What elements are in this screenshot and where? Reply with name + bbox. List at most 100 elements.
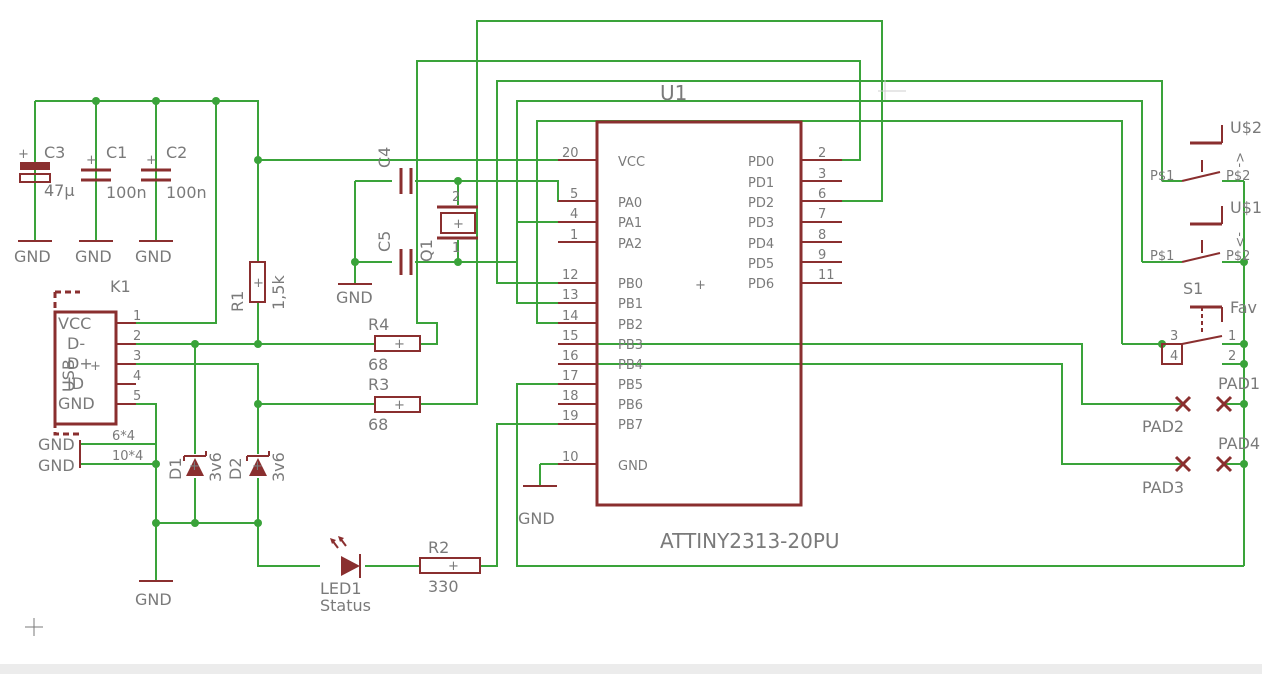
svg-text:PA1: PA1 — [618, 216, 642, 231]
svg-text:PA0: PA0 — [618, 196, 642, 211]
svg-text:12: 12 — [562, 268, 579, 283]
svg-text:C4: C4 — [375, 147, 394, 168]
svg-text:PD0: PD0 — [748, 155, 774, 170]
pad-pad4: PAD4 — [1215, 434, 1260, 473]
pads[interactable]: PAD2 PAD3 PAD1 PAD4 — [1142, 374, 1260, 497]
svg-text:330: 330 — [428, 577, 459, 596]
resistor-r1[interactable]: + R1 1,5k — [228, 261, 288, 312]
switch-u2[interactable]: U$2 <- P$1 P$2 — [1150, 118, 1262, 184]
svg-text:+: + — [146, 153, 157, 168]
svg-text:100n: 100n — [166, 183, 207, 202]
ic-u1[interactable]: U1 ATTINY2313-20PU + 20 5 4 1 12 13 14 1… — [558, 81, 842, 553]
svg-text:7: 7 — [818, 207, 826, 222]
svg-text:GND: GND — [38, 456, 75, 475]
svg-text:+: + — [253, 276, 264, 291]
svg-text:17: 17 — [562, 369, 579, 384]
svg-text:PAD3: PAD3 — [1142, 478, 1184, 497]
svg-text:3v6: 3v6 — [269, 452, 288, 482]
zener-d1[interactable]: + D1 3v6 — [166, 451, 225, 482]
svg-text:4: 4 — [570, 207, 578, 222]
gnd-symbols: GND GND GND GND GND GND — [14, 240, 557, 609]
svg-text:D+: D+ — [67, 354, 93, 373]
svg-text:PAD4: PAD4 — [1218, 434, 1260, 453]
svg-text:3: 3 — [133, 349, 141, 364]
svg-text:D1: D1 — [166, 458, 185, 481]
svg-text:6*4: 6*4 — [112, 429, 135, 444]
svg-text:47µ: 47µ — [44, 181, 75, 200]
svg-text:P$1: P$1 — [1150, 169, 1174, 184]
capacitor-c3[interactable]: + C3 47µ — [18, 143, 75, 200]
svg-text:Fav: Fav — [1230, 298, 1257, 317]
zener-d2[interactable]: + D2 3v6 — [226, 451, 288, 482]
svg-text:+: + — [394, 398, 405, 413]
svg-text:+: + — [453, 217, 464, 232]
svg-text:10: 10 — [562, 450, 579, 465]
capacitor-c1[interactable]: + C1 100n — [81, 143, 147, 202]
switch-u1[interactable]: U$1 -> P$1 P$2 — [1150, 198, 1262, 264]
svg-text:GND: GND — [336, 288, 373, 307]
svg-text:P$2: P$2 — [1226, 169, 1250, 184]
svg-text:+: + — [394, 337, 405, 352]
svg-text:ID: ID — [67, 374, 84, 393]
usb-connector-k1[interactable]: K1 USB + VCC D- D+ ID GND 1 2 3 4 5 GND … — [38, 277, 143, 475]
svg-text:9: 9 — [818, 248, 826, 263]
switch-s1[interactable]: S1 Fav 3 4 1 2 — [1161, 279, 1257, 365]
capacitor-c5[interactable]: C5 — [375, 231, 413, 275]
svg-text:10*4: 10*4 — [112, 449, 143, 464]
svg-text:PD6: PD6 — [748, 277, 774, 292]
svg-text:U1: U1 — [660, 81, 687, 105]
svg-text:R4: R4 — [368, 315, 389, 334]
svg-text:PB7: PB7 — [618, 418, 643, 433]
svg-text:2: 2 — [1228, 349, 1236, 364]
svg-text:C5: C5 — [375, 231, 394, 252]
gnd-c1: GND — [75, 240, 113, 266]
svg-text:16: 16 — [562, 349, 579, 364]
gnd-c3: GND — [14, 240, 52, 266]
svg-text:PD3: PD3 — [748, 216, 774, 231]
resistor-r2[interactable]: + R2 330 — [419, 538, 481, 596]
pad-pad2: PAD2 — [1142, 395, 1192, 436]
svg-text:GND: GND — [135, 247, 172, 266]
svg-text:14: 14 — [562, 309, 579, 324]
svg-text:3v6: 3v6 — [206, 452, 225, 482]
svg-text:ATTINY2313-20PU: ATTINY2313-20PU — [660, 529, 840, 553]
svg-text:PD5: PD5 — [748, 257, 774, 272]
svg-text:GND: GND — [518, 509, 555, 528]
svg-text:P$1: P$1 — [1150, 249, 1174, 264]
svg-text:U$1: U$1 — [1230, 198, 1262, 217]
svg-text:1: 1 — [1228, 329, 1236, 344]
svg-text:GND: GND — [58, 394, 95, 413]
svg-text:GND: GND — [618, 459, 648, 474]
svg-text:2: 2 — [818, 146, 826, 161]
led-led1[interactable]: LED1 Status — [320, 536, 371, 615]
svg-text:19: 19 — [562, 409, 579, 424]
crystal-q1[interactable]: + Q1 2 1 — [417, 190, 478, 262]
svg-text:P$2: P$2 — [1226, 249, 1250, 264]
resistor-r4[interactable]: + R4 68 — [368, 315, 421, 374]
svg-text:+: + — [189, 459, 200, 474]
svg-text:6: 6 — [818, 187, 826, 202]
svg-text:PAD1: PAD1 — [1218, 374, 1260, 393]
capacitor-c4[interactable]: C4 — [375, 147, 413, 194]
svg-text:1: 1 — [133, 309, 141, 324]
svg-text:PD2: PD2 — [748, 196, 774, 211]
svg-text:C1: C1 — [106, 143, 127, 162]
svg-text:PAD2: PAD2 — [1142, 417, 1184, 436]
svg-text:+: + — [86, 153, 97, 168]
resistor-r3[interactable]: + R3 68 — [368, 375, 421, 434]
u1-left-pins: 20 5 4 1 12 13 14 15 16 17 18 19 10 VCC … — [558, 146, 648, 474]
capacitor-c2[interactable]: + C2 100n — [141, 143, 207, 202]
svg-text:U$2: U$2 — [1230, 118, 1262, 137]
svg-text:1: 1 — [570, 228, 578, 243]
gnd-crystal: GND — [336, 283, 373, 307]
svg-text:GND: GND — [14, 247, 51, 266]
svg-text:13: 13 — [562, 288, 579, 303]
svg-text:68: 68 — [368, 355, 388, 374]
svg-text:PB3: PB3 — [618, 338, 643, 353]
pad-pad1: PAD1 — [1215, 374, 1260, 413]
svg-text:VCC: VCC — [58, 314, 91, 333]
svg-text:+: + — [252, 459, 263, 474]
svg-text:+: + — [448, 559, 459, 574]
svg-text:1,5k: 1,5k — [269, 275, 288, 310]
